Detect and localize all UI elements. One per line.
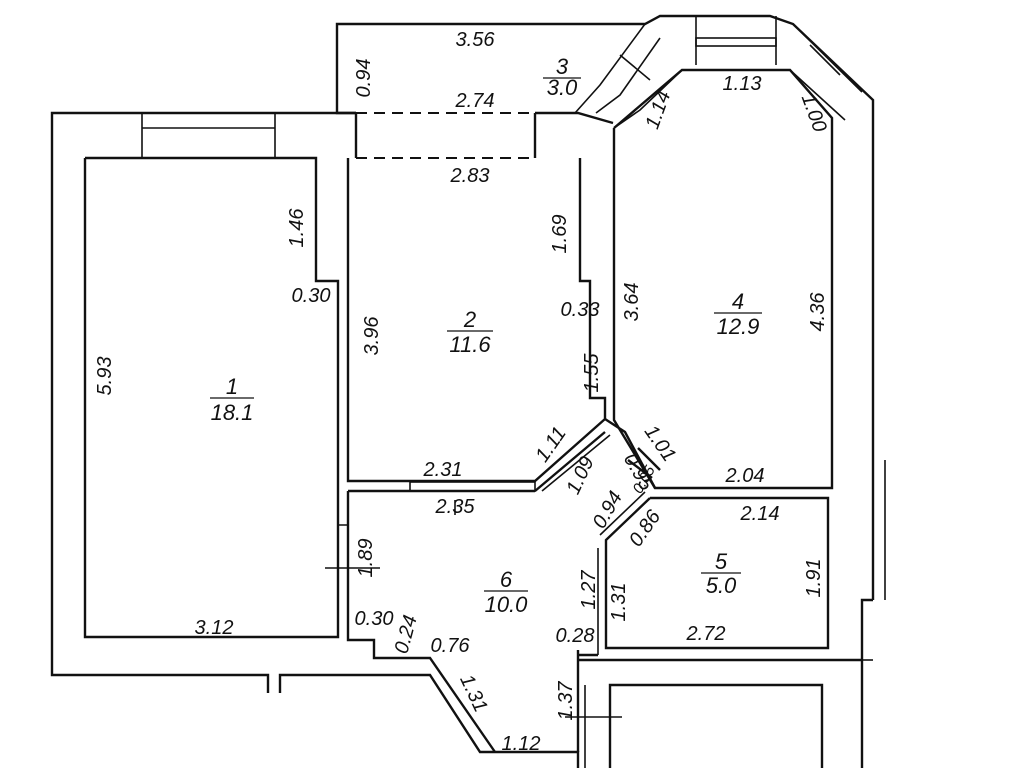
dimension-labels: 3.56 0.94 2.74 1.14 1.13 1.00 2.83 1.46 …	[94, 29, 831, 755]
room-2-walls	[346, 111, 614, 483]
dim-label: 0.30	[292, 285, 331, 307]
dim-label: 1.31	[455, 671, 491, 716]
room-area: 5.0	[706, 573, 737, 598]
dim-label: 2.04	[725, 465, 765, 487]
dim-label: 1.46	[286, 208, 308, 248]
room-label-6: 6 10.0	[484, 567, 528, 617]
room-number: 1	[226, 374, 238, 399]
dim-label: 2.72	[686, 623, 726, 645]
room-number: 5	[715, 549, 728, 574]
dim-label: 0.33	[561, 299, 600, 321]
dim-label: 1.69	[549, 215, 571, 254]
dim-label: 1.14	[641, 88, 675, 132]
room-5-walls	[597, 491, 830, 655]
dim-label: 2.14	[740, 503, 780, 525]
dim-label: 1.13	[723, 73, 762, 95]
dim-label: 5.93	[94, 357, 116, 396]
dim-label: 1.31	[608, 583, 630, 622]
room-label-1: 1 18.1	[210, 374, 254, 425]
room-label-3: 3 3.0	[543, 54, 581, 100]
dim-label: 1.89	[355, 539, 377, 578]
room-number: 2	[463, 307, 476, 332]
room-1-walls	[83, 112, 358, 639]
room-area: 12.9	[717, 314, 760, 339]
dim-label: 2.35	[435, 496, 476, 518]
dim-label: 1.12	[502, 733, 541, 755]
dim-label: 0.24	[391, 613, 422, 656]
room-area: 18.1	[211, 400, 254, 425]
corridor-walls	[534, 417, 661, 492]
dim-label: 3.96	[361, 316, 383, 356]
dim-label: 2.83	[450, 165, 490, 187]
dim-label: 1.01	[640, 421, 680, 466]
room-area: 10.0	[485, 592, 529, 617]
room-label-2: 2 11.6	[447, 307, 493, 357]
dim-label: 1.37	[555, 681, 577, 721]
dim-label: 1.00	[797, 91, 831, 135]
dim-label: 1.27	[578, 570, 600, 610]
dim-label: 3.12	[195, 617, 234, 639]
room-number: 3	[556, 54, 569, 79]
room-label-5: 5 5.0	[701, 549, 741, 598]
dim-label: 2.31	[423, 459, 463, 481]
dim-label: 1.91	[803, 559, 825, 598]
room-area: 11.6	[449, 332, 491, 357]
tick-marks	[325, 500, 622, 718]
dim-label: 0.76	[431, 635, 471, 657]
dim-label: 2.74	[455, 90, 495, 112]
dim-label: 0.94	[353, 59, 375, 98]
dim-label: 0.30	[355, 608, 394, 630]
dim-label: 1.11	[531, 423, 571, 466]
room-6-walls	[338, 481, 598, 753]
room-area: 3.0	[547, 75, 578, 100]
room-label-4: 4 12.9	[714, 289, 762, 339]
dim-label: 1.09	[562, 453, 598, 498]
room-number: 6	[500, 567, 513, 592]
dim-label: 3.56	[456, 29, 496, 51]
room-number: 4	[732, 289, 744, 314]
dim-label: 0.28	[556, 625, 595, 647]
dim-label: 1.55	[581, 353, 603, 393]
room-4-walls	[612, 68, 834, 490]
dim-label: 4.36	[807, 292, 829, 332]
dim-label: 3.64	[621, 283, 643, 322]
lower-right-walls	[578, 658, 873, 768]
dim-label: 0.86	[625, 506, 666, 551]
